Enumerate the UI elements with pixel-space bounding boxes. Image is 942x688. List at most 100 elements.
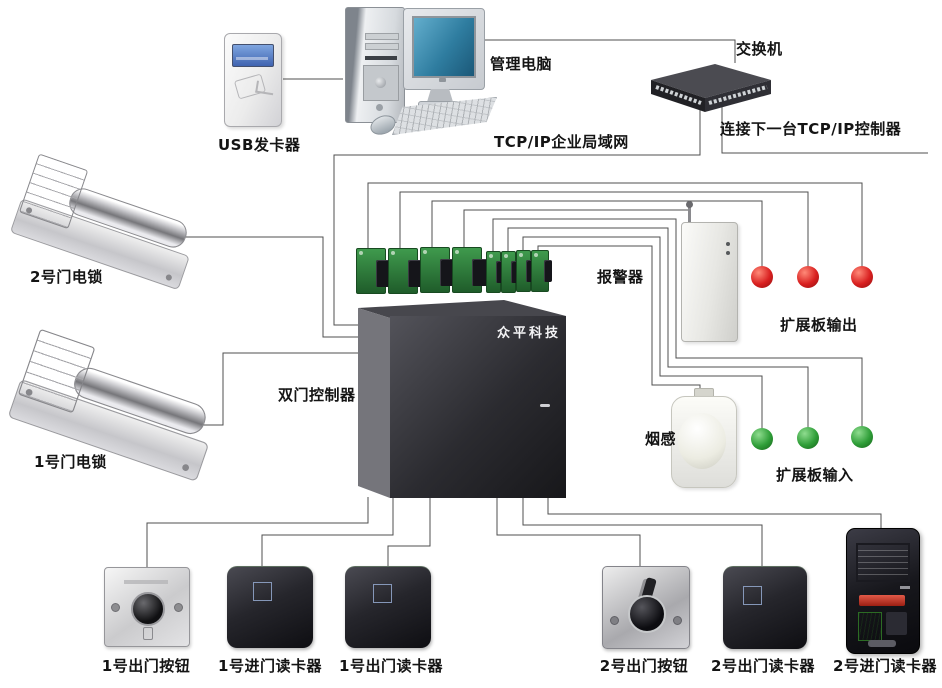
lan-label: TCP/IP企业局域网	[494, 133, 629, 151]
push-button-knob	[131, 592, 165, 626]
keyboard-body	[392, 97, 497, 135]
output-dot-3	[851, 266, 873, 288]
next-controller-label: 连接下一台TCP/IP控制器	[720, 120, 902, 138]
relay-module-8	[531, 250, 552, 292]
usb-lcd-screen	[232, 44, 274, 67]
exit-button-1	[104, 567, 190, 647]
lock1-label: 1号门电锁	[34, 453, 107, 471]
monitor-stand	[427, 89, 453, 102]
entry-reader-1	[227, 566, 313, 648]
usb-card-issuer	[224, 33, 282, 127]
relay-module-2	[388, 248, 424, 294]
monitor-button	[439, 78, 446, 82]
wire-reader1-in	[261, 497, 394, 568]
button1-label: 1号出门按钮	[101, 657, 191, 675]
fingerprint-pad	[858, 612, 882, 641]
alarm-antenna	[686, 201, 693, 224]
expansion-input-label: 扩展板输入	[776, 466, 854, 484]
keypad-area	[886, 612, 907, 635]
wire-input-dot2	[507, 227, 809, 428]
input-dot-1	[751, 428, 773, 450]
relay-module-6	[501, 251, 519, 293]
entry-reader-1-body	[227, 566, 313, 648]
exit-button-2	[602, 566, 690, 649]
pc-tower	[345, 7, 405, 123]
wire-lan-to-controller	[333, 100, 701, 326]
controller-label: 双门控制器	[278, 386, 356, 404]
wire-button1	[146, 497, 369, 569]
exit-reader-1	[345, 566, 431, 648]
relay-module-7	[516, 250, 534, 292]
wire-reader1-out	[387, 497, 431, 568]
usb-card-issuer-body	[224, 33, 282, 127]
front-panel	[363, 65, 399, 101]
exit-reader-2-body	[723, 566, 807, 649]
relay-module-5	[486, 251, 504, 293]
output-dot-2	[797, 266, 819, 288]
network-switch	[643, 58, 778, 118]
entry-reader-2-fingerprint	[846, 528, 920, 654]
monitor-screen	[412, 16, 476, 78]
exit-button-1-body	[104, 567, 190, 647]
reader2-out-label: 2号出门读卡器	[711, 657, 815, 675]
reader2-in-label: 2号进门读卡器	[833, 657, 937, 675]
button2-label: 2号出门按钮	[599, 657, 689, 675]
card-swipe-icon	[233, 73, 267, 100]
expansion-output-label: 扩展板输出	[780, 316, 858, 334]
exit-button-2-body	[602, 566, 690, 649]
switch-label: 交换机	[736, 40, 783, 58]
smoke-label: 烟感	[645, 430, 677, 448]
pc-tower-body	[345, 7, 405, 123]
fingerprint-terminal-body	[846, 528, 920, 654]
crt-monitor	[403, 8, 485, 90]
wire-reader2-in	[547, 497, 882, 531]
wire-output-dot3	[367, 182, 863, 267]
alarm-label: 报警器	[597, 268, 644, 286]
input-dot-3	[851, 426, 873, 448]
exit-reader-1-body	[345, 566, 431, 648]
alarm-body	[681, 222, 738, 342]
wire-output-dot2	[399, 191, 809, 267]
wire-pc-to-switch	[483, 39, 736, 63]
controller-cabinet	[358, 300, 566, 498]
induction-zone	[743, 586, 762, 605]
output-dot-1	[751, 266, 773, 288]
push-button-knob	[628, 595, 666, 633]
power-button	[376, 104, 383, 111]
reader1-in-label: 1号进门读卡器	[218, 657, 322, 675]
smoke-detector-body	[671, 396, 737, 488]
induction-zone	[373, 584, 392, 603]
relay-module-4	[452, 247, 488, 293]
wire-button2	[496, 497, 641, 568]
status-led	[900, 586, 910, 589]
smoke-detector	[671, 396, 737, 488]
drive-bay	[365, 43, 399, 50]
relay-module-3	[420, 247, 456, 293]
reader1-out-label: 1号出门读卡器	[339, 657, 443, 675]
relay-module-1	[356, 248, 392, 294]
wire-next-controller	[721, 104, 928, 154]
induction-zone	[253, 582, 272, 601]
floppy-slot	[365, 56, 397, 60]
wire-alarm	[463, 209, 691, 255]
wire-reader2-out	[522, 497, 763, 568]
wire-input-dot3	[492, 218, 863, 427]
exit-reader-2	[723, 566, 807, 649]
dual-door-controller	[352, 298, 570, 506]
drive-bay	[365, 33, 399, 40]
network-switch-body	[651, 64, 771, 112]
red-card-zone	[859, 595, 905, 606]
wire-lock2	[145, 236, 390, 338]
speaker-slot	[868, 640, 896, 647]
input-dot-2	[797, 427, 819, 449]
keyboard	[392, 97, 497, 135]
monitor-bezel	[403, 8, 485, 90]
lock2-label: 2号门电锁	[30, 268, 103, 286]
controller-brand-text: 众平科技	[497, 326, 562, 341]
mouse	[367, 111, 399, 139]
alarm-siren	[681, 222, 738, 342]
wire-output-dot1	[431, 200, 763, 267]
management-pc-label: 管理电脑	[490, 55, 553, 73]
terminal-lcd-screen	[856, 543, 910, 582]
